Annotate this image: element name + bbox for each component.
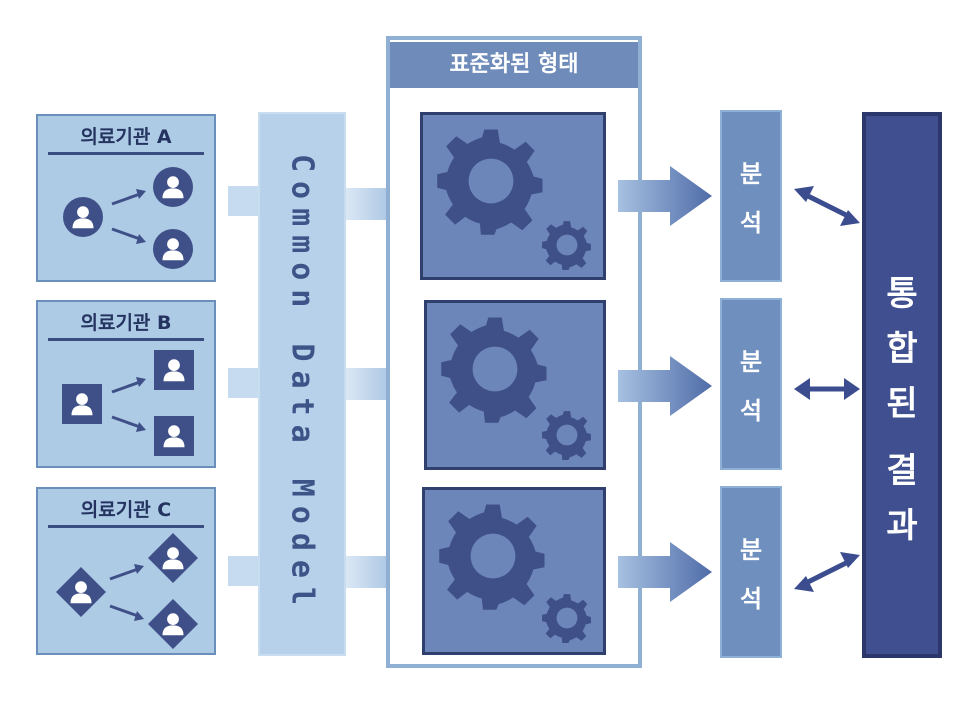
analysis-box: 분 석 (720, 486, 782, 658)
gear-icon (441, 317, 547, 423)
double-arrow-icon (794, 552, 860, 592)
arrow-icon (109, 564, 144, 581)
user-square-icon (154, 416, 194, 456)
user-square-icon (154, 350, 194, 390)
user-square-icon (62, 384, 102, 424)
connector-stub (228, 556, 262, 586)
gear-icon (542, 594, 591, 643)
gear-box (424, 300, 606, 470)
analysis-box: 분 석 (720, 298, 782, 470)
standardized-title: 표준화된 형태 (390, 42, 638, 88)
user-circle-icon (63, 197, 103, 237)
result-char: 합 (886, 329, 918, 369)
arrow-icon (111, 415, 146, 432)
user-circle-icon (153, 229, 193, 269)
institution-label: 의료기관 A (48, 122, 204, 155)
arrow-right-icon (618, 356, 712, 416)
institution-label: 의료기관 C (48, 495, 204, 528)
arrow-icon (111, 227, 146, 244)
arrow-icon (111, 377, 146, 394)
user-circle-icon (153, 167, 193, 207)
institution-box-c: 의료기관 C (36, 487, 216, 655)
arrow-right-icon (618, 542, 712, 602)
institution-box-b: 의료기관 B (36, 300, 216, 468)
gear-icon (437, 129, 543, 235)
integrated-result-box: 통 합 된 결 과 (862, 112, 942, 658)
analysis-char: 석 (739, 585, 763, 613)
institution-label: 의료기관 B (48, 308, 204, 341)
analysis-char: 분 (739, 160, 763, 188)
gear-icon (542, 221, 591, 270)
result-char: 과 (886, 506, 918, 546)
analysis-box: 분 석 (720, 110, 782, 282)
result-char: 된 (886, 384, 918, 424)
gear-box (422, 487, 606, 655)
result-char: 결 (886, 451, 918, 491)
connector-stub (228, 186, 262, 216)
arrow-right-icon (618, 166, 712, 226)
double-arrow-icon (794, 186, 860, 226)
result-char: 통 (886, 274, 918, 314)
user-diamond-icon (148, 533, 198, 583)
analysis-char: 석 (739, 209, 763, 237)
connector-stub (228, 368, 262, 398)
analysis-char: 분 (739, 348, 763, 376)
gear-box (420, 112, 606, 280)
user-diamond-icon (56, 567, 106, 617)
analysis-char: 석 (739, 397, 763, 425)
institution-box-a: 의료기관 A (36, 114, 216, 282)
user-diamond-icon (148, 599, 198, 649)
cdm-bar: Common Data Model (258, 112, 346, 656)
analysis-char: 분 (739, 536, 763, 564)
cdm-label: Common Data Model (284, 153, 320, 615)
arrow-icon (109, 604, 144, 621)
gear-icon (439, 504, 545, 610)
arrow-icon (111, 189, 146, 206)
double-arrow-icon (794, 378, 860, 400)
gear-icon (542, 411, 591, 460)
